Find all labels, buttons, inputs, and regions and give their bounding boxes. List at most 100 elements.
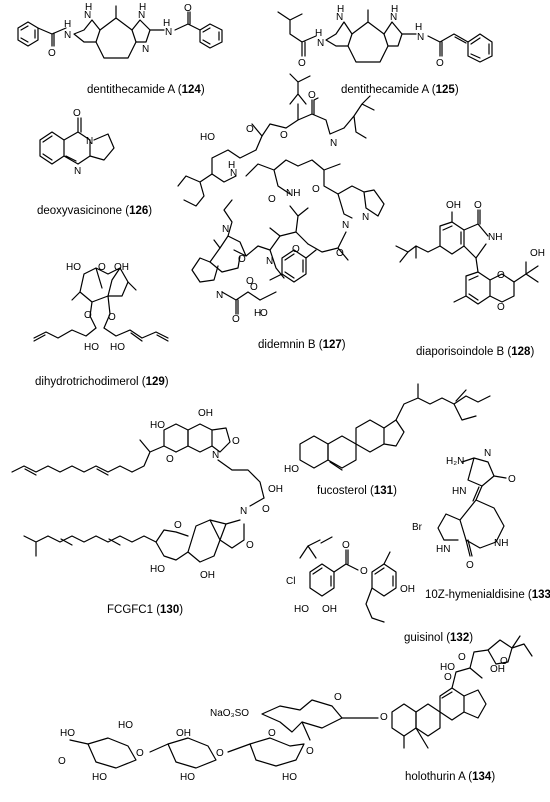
caption-134: holothurin A (134) [405,771,496,783]
atom-o: O [232,436,240,447]
atom-o: O [497,302,505,313]
atom-n: N [484,448,491,459]
atom-n: N [86,136,93,147]
atom-oh: OH [198,408,213,419]
atom-o: O [458,652,466,663]
atom-o: O [216,748,224,759]
compound-number: 124 [181,84,201,96]
caption-124: dentithecamide A (124) [87,84,205,96]
atom-oh: OH [322,604,337,615]
compound-number: 130 [160,604,180,616]
atom-oh: OH [200,570,215,581]
atom-h: H [337,4,344,15]
caption-131: fucosterol (131) [317,485,397,497]
structure-124: O H N N H N H N H N O [17,2,223,59]
compound-number: 129 [145,376,165,388]
atom-o: O [444,672,452,683]
atom-nh: NH [286,188,300,199]
caption-127: didemnin B (127) [258,339,346,351]
atom-o: O [268,194,276,205]
atom-cl: Cl [286,576,295,587]
atom-n: N [64,30,71,41]
atom-o: O [250,282,258,293]
atom-h: H [391,4,398,15]
atom-o: O [184,3,192,14]
atom-n: N [84,10,91,21]
compound-number: 128 [511,346,531,358]
compound-name: 10Z-hymenialdisine [425,589,525,601]
atom-n: N [142,44,149,55]
atom-n: N [362,212,369,223]
compound-number: 126 [129,205,149,217]
atom-h: H [228,160,235,171]
atom-nh: NH [494,538,508,549]
atom-n: N [317,38,324,49]
compound-name: FCGFC1 [107,604,153,616]
atom-oh: HO [84,342,99,353]
atom-o: O [58,756,66,767]
atom-h: H [254,308,261,319]
atom-nh: H [163,18,170,29]
atom-ho: HO [150,420,165,431]
atom-oh: OH [268,484,283,495]
atom-n: N [417,32,424,43]
atom-h: H [139,2,146,13]
atom-ho: HO [118,720,133,731]
atom-n: N [216,290,223,301]
atom-o: O [497,270,505,281]
compound-name: guisinol [404,632,443,644]
atom-o: O [334,692,342,703]
atom-ho: HO [440,662,455,673]
atom-o: O [306,746,314,757]
atom-o: O [246,276,254,287]
atom-hn: HN [452,486,466,497]
structure-134: O HO OH O O O NaO₃SO O O O HO O OH HO O … [58,635,533,783]
atom-hn: HN [436,544,450,555]
atom-o: O [260,308,268,319]
compound-name: diaporisoindole B [416,346,505,358]
structure-125: O H N N H N H H N O [277,4,493,69]
atom-n: N [230,168,237,179]
compound-number: 127 [322,339,342,351]
atom-nh: NH [488,232,502,243]
atom-o: O [108,312,116,323]
caption-130: FCGFC1 (130) [107,604,184,616]
atom-o: O [360,566,368,577]
atom-ho: HO [282,772,297,783]
atom-o: O [500,656,508,667]
atom-nh: H [315,28,322,39]
caption-125: dentithecamide A (125) [341,84,459,96]
atom-o: O [246,124,254,135]
atom-o: O [48,48,56,59]
atom-nh: H [64,19,71,30]
atom-o: O [508,474,516,485]
atom-ho: HO [60,728,75,739]
atom-ho: HO [180,772,195,783]
atom-o: O [436,58,444,69]
atom-ho: HO [200,132,215,143]
compound-number: 125 [435,84,455,96]
atom-o: O [336,248,344,259]
compound-number: 132 [450,632,470,644]
atom-n: N [212,450,219,461]
structure-126: O N N [39,108,115,177]
atom-oh: OH [490,664,505,675]
caption-133: 10Z-hymenialdisine (133) [425,589,550,601]
caption-132: guisinol (132) [404,632,474,644]
atom-o: O [136,748,144,759]
atom-n: N [390,12,397,23]
atom-o: O [232,314,240,325]
structure-133: H₂N N HN O NH O Br HN [412,448,516,571]
structure-130: O HO OH O N OH O N O OH HO O [11,408,283,581]
atom-o: O [312,184,320,195]
atom-o: O [298,58,306,69]
atom-o: O [174,520,182,531]
atom-o: O [98,262,106,273]
atom-o: O [292,244,300,255]
atom-ho: HO [284,464,299,475]
compound-name: didemnin B [258,339,316,351]
atom-o: O [238,254,246,265]
atom-o: O [246,540,254,551]
atom-ho: HO [294,604,309,615]
structure-128: OH O NH O O OH [395,200,545,313]
